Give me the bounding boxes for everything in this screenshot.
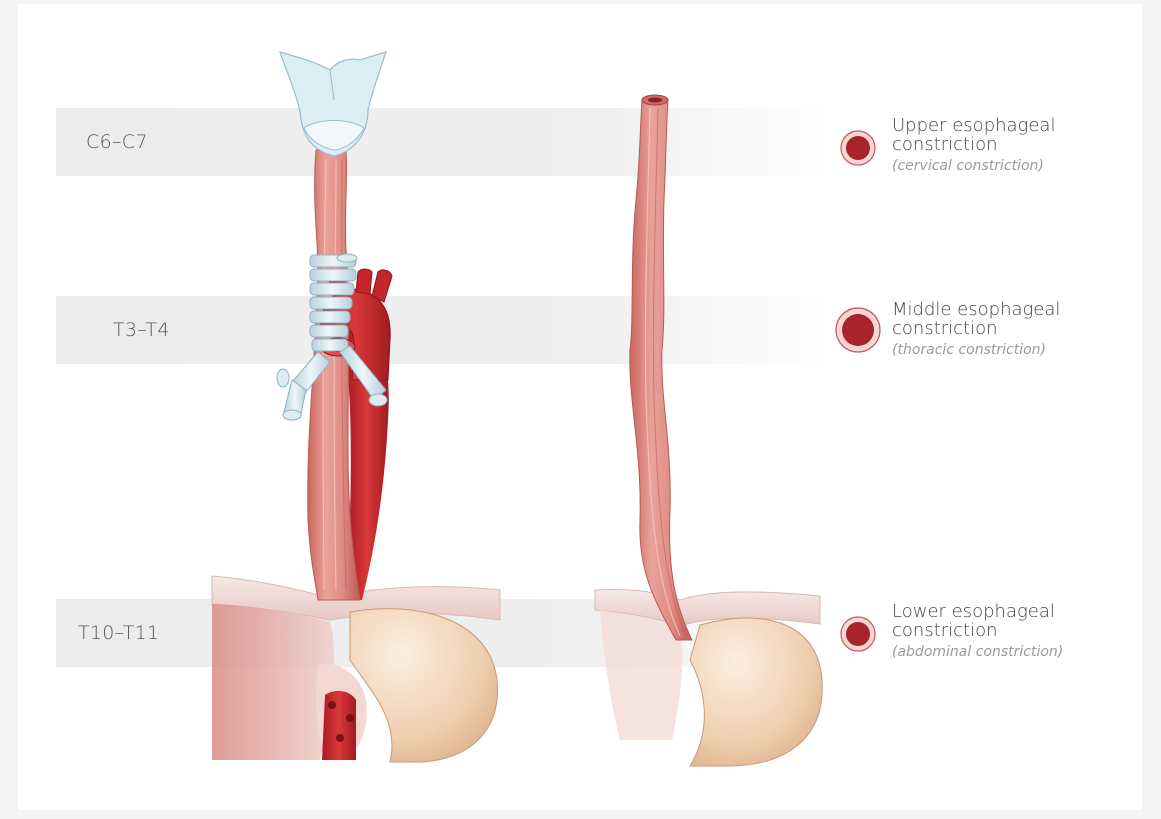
constriction-subtitle: (thoracic constriction) <box>892 342 1046 358</box>
constriction-title-line1: Upper esophageal <box>892 116 1132 135</box>
constriction-marker-icon <box>836 612 880 656</box>
common-carotid-artery <box>356 269 372 294</box>
esophagus-right <box>630 100 692 640</box>
stomach-left <box>350 609 498 762</box>
level-label-c6-c7: C6–C7 <box>86 131 148 153</box>
constriction-title-line2: constriction <box>892 621 1132 640</box>
constriction-middle: Middle esophageal constriction (thoracic… <box>836 300 1136 370</box>
abdominal-aorta <box>322 691 356 760</box>
constriction-title: Upper esophageal constriction <box>892 116 1132 154</box>
constriction-lower: Lower esophageal constriction (abdominal… <box>836 602 1136 672</box>
constriction-title-line1: Lower esophageal <box>892 602 1132 621</box>
constriction-title-line1: Middle esophageal <box>892 300 1132 319</box>
constriction-marker-icon <box>834 306 882 354</box>
constriction-title-line2: constriction <box>892 319 1132 338</box>
level-label-t3-t4: T3–T4 <box>113 319 170 341</box>
constriction-subtitle: (abdominal constriction) <box>892 644 1063 660</box>
constriction-subtitle: (cervical constriction) <box>892 158 1044 174</box>
stomach-right <box>690 618 822 766</box>
constriction-title: Lower esophageal constriction <box>892 602 1132 640</box>
constriction-marker-icon <box>836 126 880 170</box>
constriction-title-line2: constriction <box>892 135 1132 154</box>
level-label-t10-t11: T10–T11 <box>78 622 159 644</box>
subclavian-artery <box>372 270 392 302</box>
abdominal-wall-left <box>212 604 334 760</box>
constriction-upper: Upper esophageal constriction (cervical … <box>836 116 1136 186</box>
constriction-title: Middle esophageal constriction <box>892 300 1132 338</box>
